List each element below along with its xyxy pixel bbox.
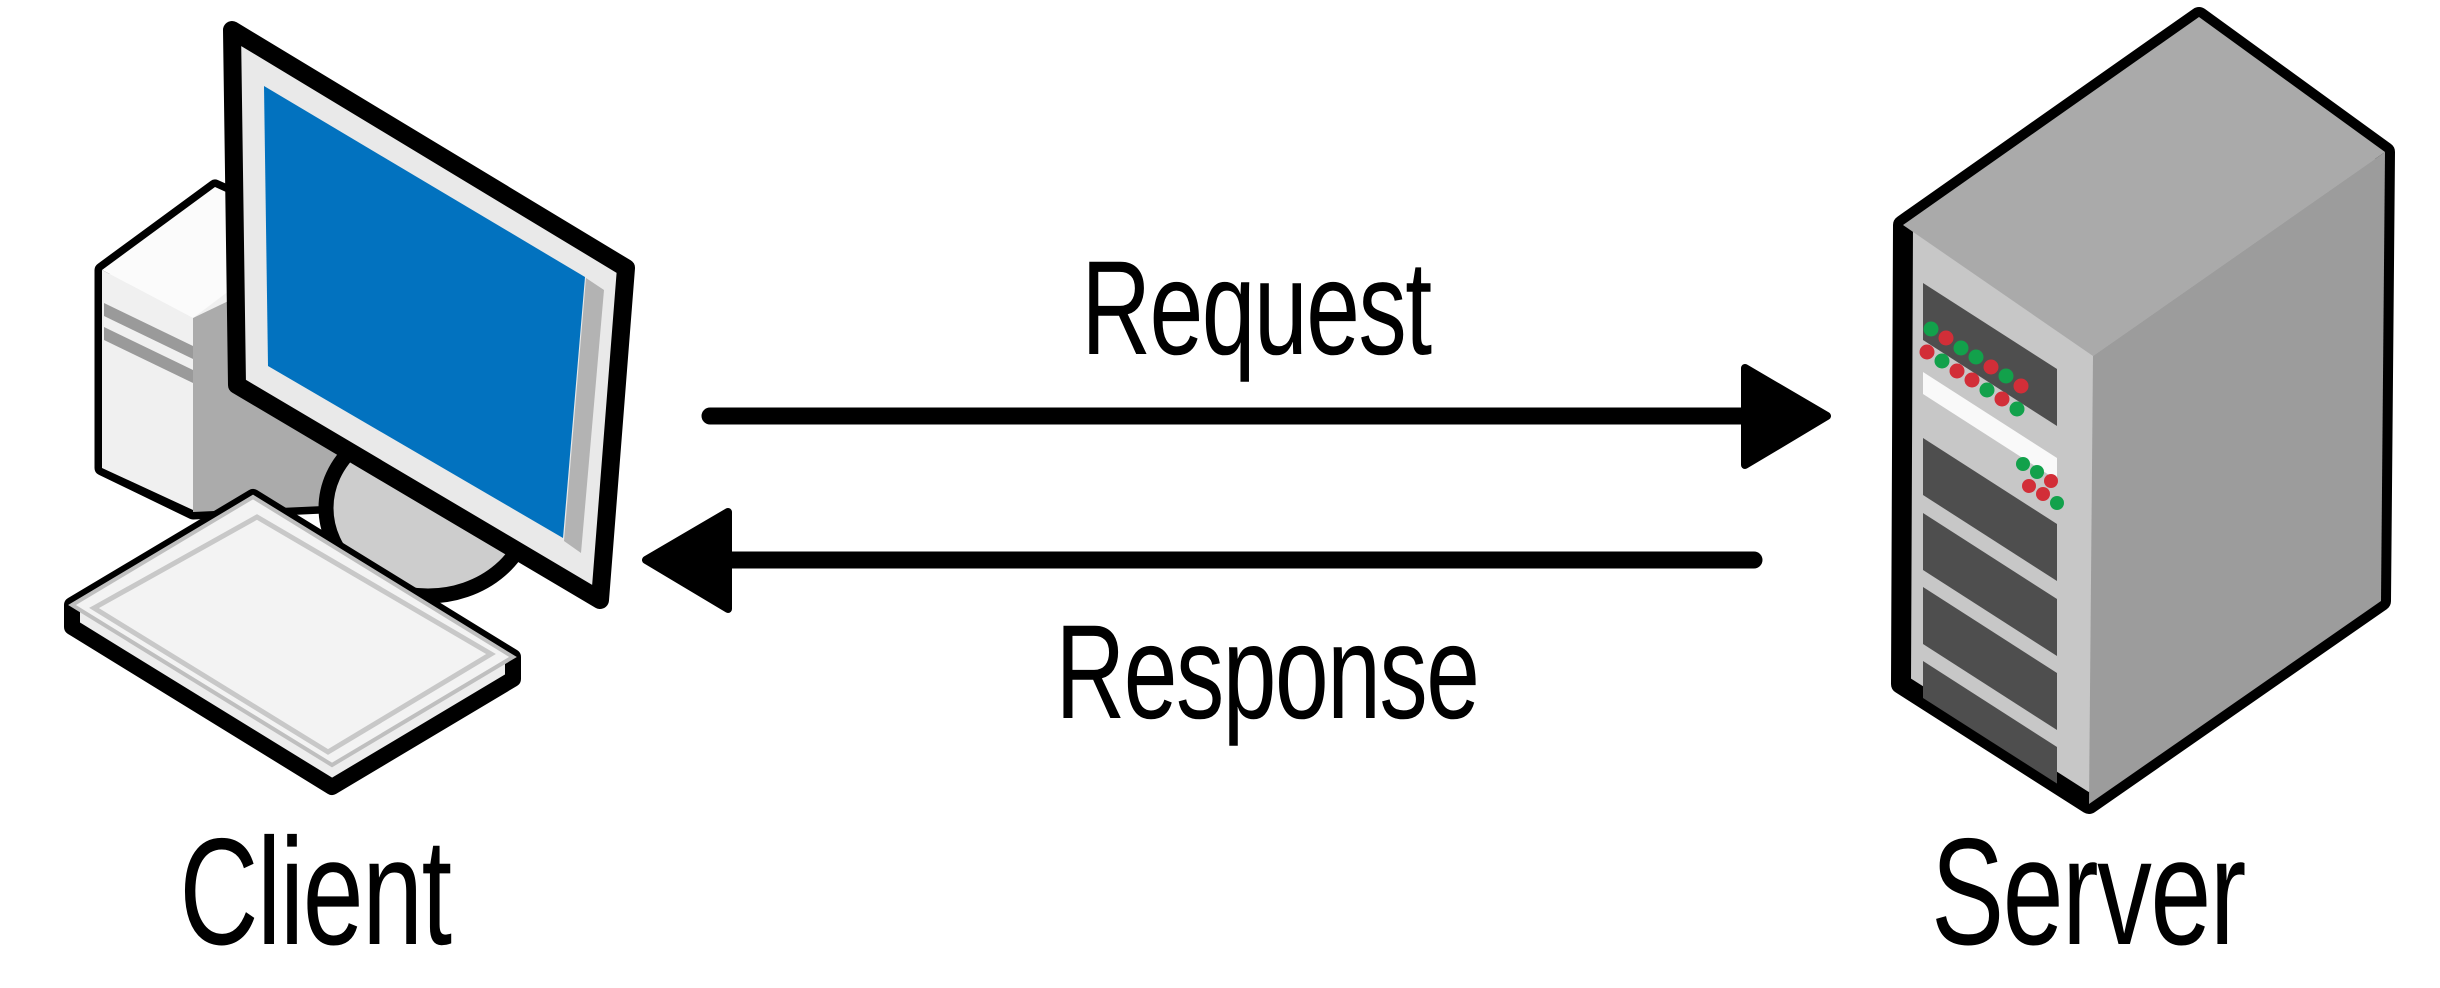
request-label: Request	[1081, 234, 1432, 383]
response-arrow	[642, 508, 1763, 613]
server-tower-icon	[1891, 7, 2395, 814]
client-label: Client	[179, 807, 452, 977]
response-label: Response	[1055, 598, 1480, 747]
led-cluster-large	[1919, 321, 2029, 417]
server-label: Server	[1931, 807, 2246, 977]
led-cluster-small	[2016, 457, 2064, 510]
request-arrow	[701, 364, 1831, 469]
desktop-computer-icon	[64, 21, 635, 795]
